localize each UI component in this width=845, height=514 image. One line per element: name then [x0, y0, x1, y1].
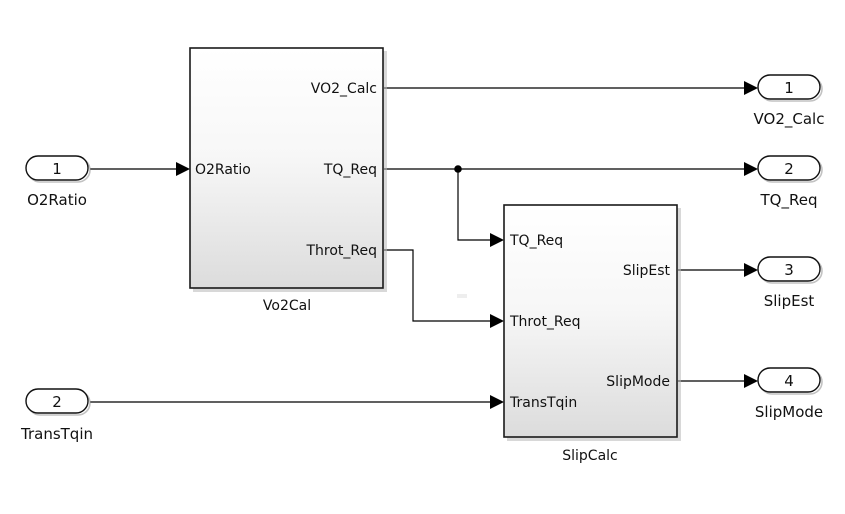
- arrow-head-icon: [744, 374, 758, 388]
- outport-shape[interactable]: [757, 74, 821, 100]
- signal-lines: [90, 81, 758, 409]
- arrow-head-icon: [176, 162, 190, 176]
- outport-name: VO2_Calc: [754, 110, 825, 129]
- input-port-label: Throt_Req: [509, 314, 581, 330]
- inport-name: TransTqin: [20, 425, 93, 443]
- outport-number: 3: [784, 261, 794, 279]
- outport-name: TQ_Req: [760, 191, 818, 210]
- subsystem-block-slipcalc[interactable]: TQ_Req Throt_Req TransTqin SlipEst SlipM…: [503, 204, 681, 464]
- outport-name: SlipEst: [764, 292, 815, 310]
- signal-line-tq-req-branch[interactable]: [457, 169, 490, 241]
- inport-number: 1: [52, 160, 62, 178]
- outport-2[interactable]: 2 TQ_Req: [757, 155, 823, 210]
- outport-name: SlipMode: [755, 403, 823, 421]
- inport-shape[interactable]: [25, 388, 89, 414]
- inport-number: 2: [52, 393, 62, 411]
- inport-shape[interactable]: [25, 155, 89, 181]
- arrow-head-icon: [490, 314, 504, 328]
- output-port-label: SlipMode: [606, 374, 670, 390]
- subsystem-block-vo2cal[interactable]: O2Ratio VO2_Calc TQ_Req Throt_Req Vo2Cal: [189, 47, 387, 314]
- block-body[interactable]: [189, 47, 384, 289]
- arrow-head-icon: [490, 395, 504, 409]
- block-name: Vo2Cal: [263, 298, 311, 314]
- signal-line-throt-req[interactable]: [384, 249, 490, 322]
- block-name: SlipCalc: [562, 448, 618, 464]
- inport-name: O2Ratio: [27, 191, 87, 209]
- outport-4[interactable]: 4 SlipMode: [755, 367, 823, 421]
- outport-shape[interactable]: [757, 367, 821, 393]
- outport-shape[interactable]: [757, 155, 821, 181]
- output-port-label: TQ_Req: [323, 162, 377, 178]
- output-port-label: SlipEst: [623, 263, 671, 279]
- arrow-head-icon: [744, 263, 758, 277]
- outport-number: 2: [784, 160, 794, 178]
- arrow-head-icon: [744, 162, 758, 176]
- arrow-head-icon: [744, 81, 758, 95]
- input-port-label: O2Ratio: [195, 162, 251, 178]
- outport-shape[interactable]: [757, 256, 821, 282]
- outport-3[interactable]: 3 SlipEst: [757, 256, 823, 310]
- faint-mark: [457, 294, 467, 298]
- outport-number: 4: [784, 372, 794, 390]
- outport-1[interactable]: 1 VO2_Calc: [754, 74, 825, 129]
- inport-2[interactable]: 2 TransTqin: [20, 388, 93, 443]
- input-port-label: TransTqin: [509, 395, 577, 411]
- output-port-label: Throt_Req: [305, 243, 377, 259]
- outport-number: 1: [784, 79, 794, 97]
- input-port-label: TQ_Req: [509, 233, 563, 249]
- output-port-label: VO2_Calc: [311, 81, 377, 97]
- arrow-head-icon: [490, 233, 504, 247]
- inport-1[interactable]: 1 O2Ratio: [25, 155, 91, 209]
- block-body[interactable]: [503, 204, 678, 438]
